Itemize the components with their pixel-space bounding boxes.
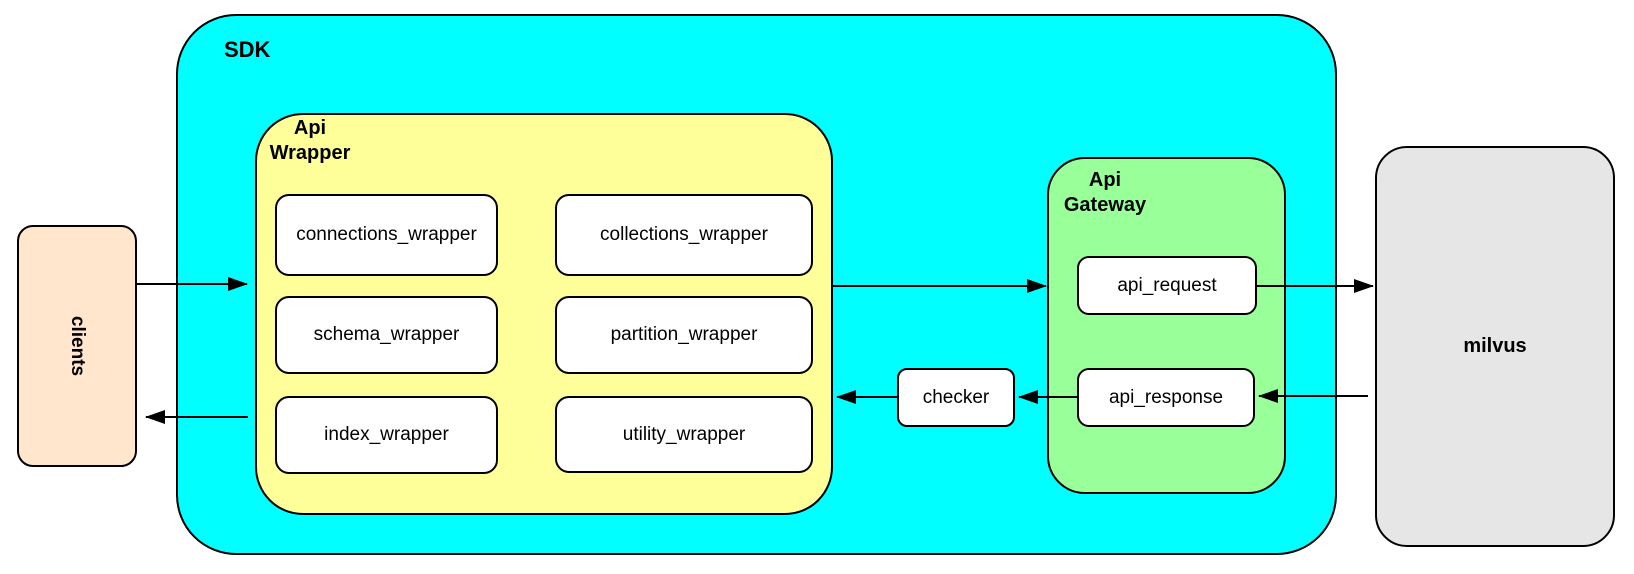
clients-label: clients [66,315,88,377]
schema-wrapper-node: schema_wrapper [275,296,498,374]
api-wrapper-label: Api Wrapper [269,117,351,164]
index-wrapper-node: index_wrapper [275,396,498,474]
clients-node: clients [17,225,137,467]
api-gateway-container [1047,157,1286,494]
api-gateway-label: Api Gateway [1063,169,1147,216]
api-request-node: api_request [1077,256,1257,315]
sdk-label: SDK [224,37,271,62]
partition-wrapper-node: partition_wrapper [555,296,813,374]
checker-node: checker [897,368,1015,427]
milvus-node: milvus [1375,146,1615,547]
api-response-node: api_response [1077,368,1255,427]
connections-wrapper-node: connections_wrapper [275,194,498,276]
collections-wrapper-node: collections_wrapper [555,194,813,276]
utility-wrapper-node: utility_wrapper [555,396,813,473]
